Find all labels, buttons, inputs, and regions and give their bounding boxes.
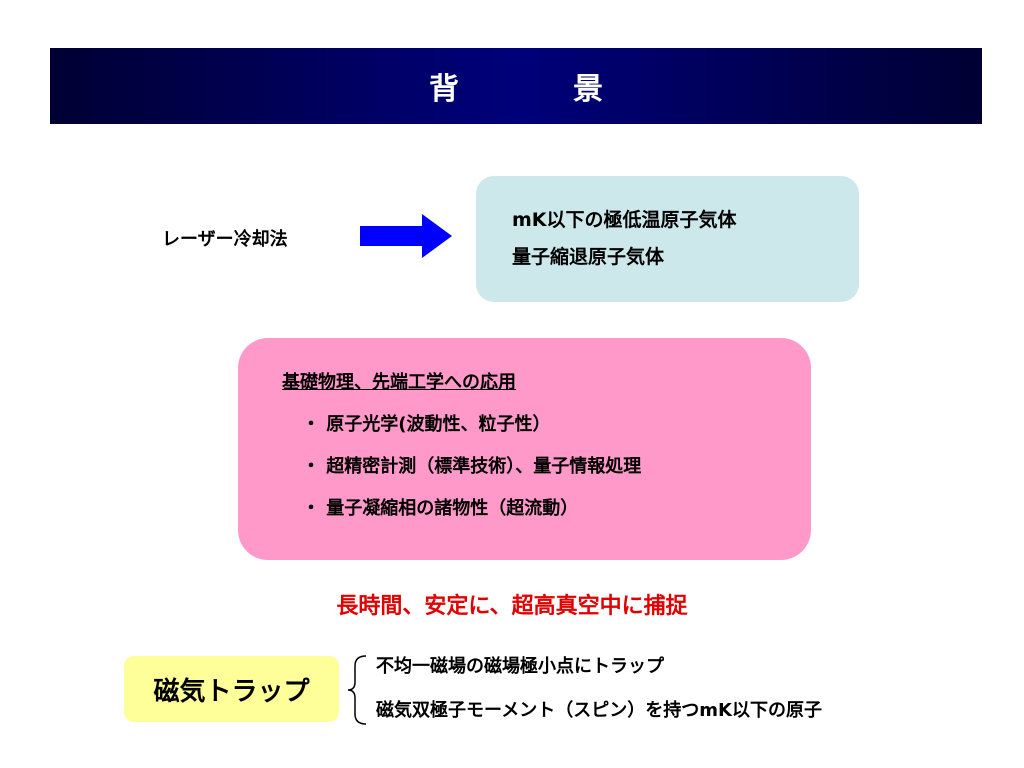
applications-heading: 基礎物理、先端工学への応用 — [282, 372, 516, 393]
result-line-degenerate: 量子縮退原子気体 — [512, 246, 665, 268]
result-line-ultracold: mK以下の極低温原子気体 — [512, 209, 737, 231]
laser-cooling-label: レーザー冷却法 — [162, 229, 288, 250]
result-box: mK以下の極低温原子気体 量子縮退原子気体 — [476, 176, 859, 302]
trap-detail-field-minimum: 不均一磁場の磁場極小点にトラップ — [376, 656, 664, 677]
trapping-statement: 長時間、安定に、超高真空中に捕捉 — [336, 594, 688, 619]
magnetic-trap-box: 磁気トラップ — [124, 656, 339, 722]
applications-box: 基礎物理、先端工学への応用 ・ 原子光学(波動性、粒子性） ・ 超精密計測（標準… — [238, 338, 811, 560]
right-arrow-icon — [360, 214, 452, 258]
left-brace-icon — [347, 655, 367, 725]
application-item-quantum-condensed: ・ 量子凝縮相の諸物性（超流動） — [302, 498, 579, 519]
trap-detail-magnetic-dipole: 磁気双極子モーメント（スピン）を持つmK以下の原子 — [376, 700, 822, 721]
slide-title: 背 景 — [429, 72, 645, 107]
title-bar: 背 景 — [50, 48, 982, 124]
magnetic-trap-label: 磁気トラップ — [153, 676, 310, 707]
application-item-atom-optics: ・ 原子光学(波動性、粒子性） — [302, 414, 551, 435]
application-item-precision-measurement: ・ 超精密計測（標準技術）、量子情報処理 — [302, 456, 642, 477]
